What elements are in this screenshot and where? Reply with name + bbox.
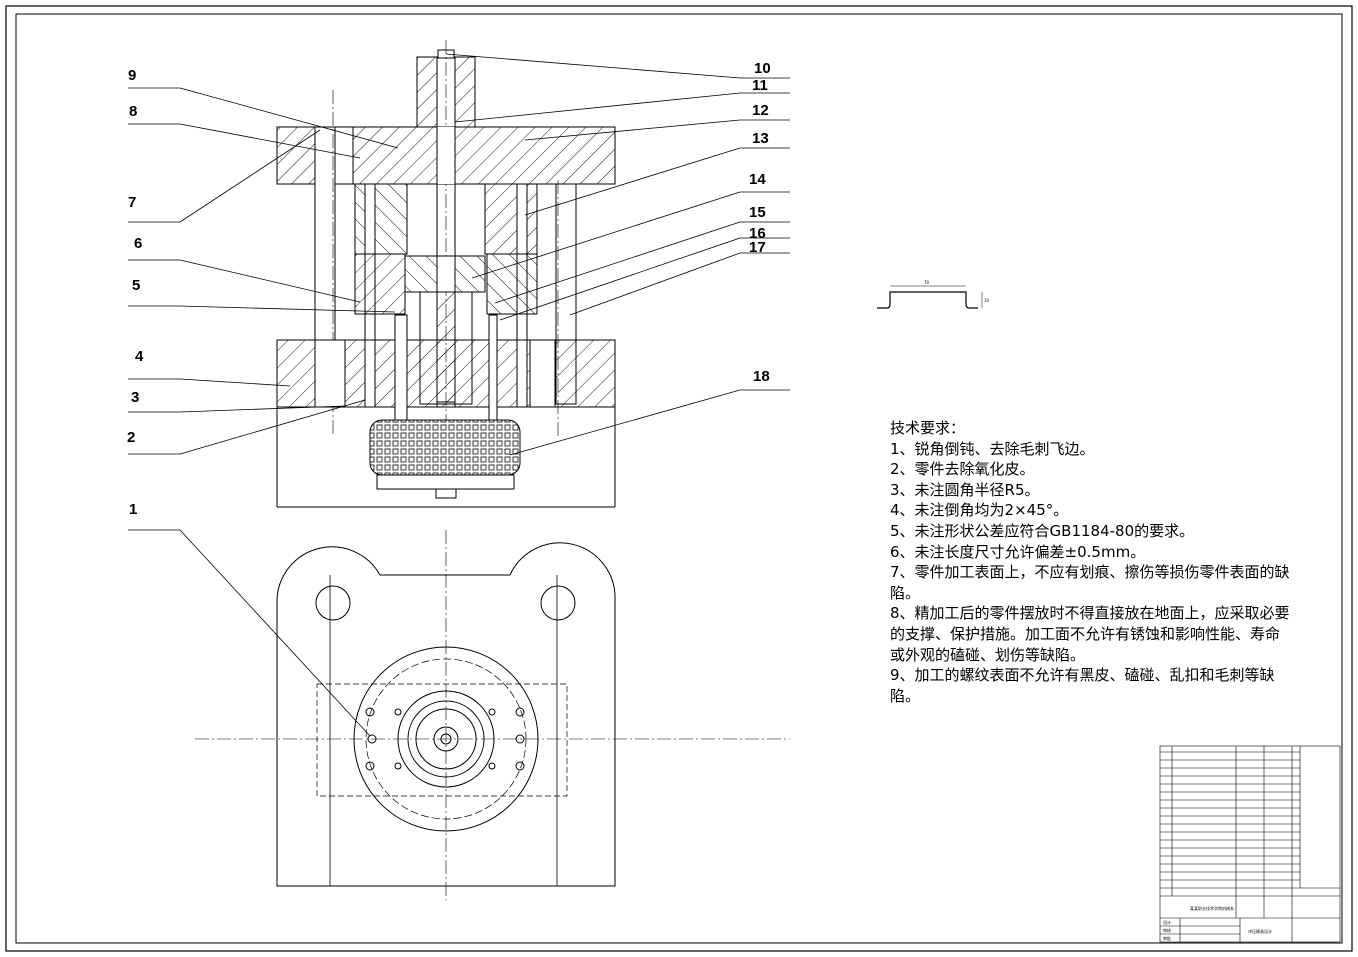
punch-holder-left	[354, 183, 408, 255]
callout-11: 11	[752, 77, 768, 94]
callout-16: 16	[749, 225, 766, 242]
stripper-right	[486, 253, 538, 315]
callout-17: 17	[749, 239, 766, 256]
title-block-company: 某某职业技术学院机械系	[1190, 905, 1234, 911]
punch-holder-right	[484, 183, 538, 255]
tech-req-item: 3、未注圆角半径R5。	[890, 480, 1040, 499]
tech-req-item: 9、加工的螺纹表面不允许有黑皮、磕碰、乱扣和毛刺等缺陷。	[890, 666, 1275, 705]
callout-7: 7	[128, 194, 136, 211]
title-block-row-review: 审核	[1163, 927, 1171, 933]
callout-2: 2	[127, 429, 135, 446]
stripper-left	[354, 253, 406, 315]
callout-18: 18	[753, 368, 770, 385]
title-block-row-approve: 审批	[1163, 935, 1171, 941]
tech-req-title: 技术要求：	[890, 419, 966, 437]
callout-4: 4	[135, 348, 144, 365]
technical-requirements: 技术要求： 1、锐角倒钝、去除毛刺飞边。 2、零件去除氧化皮。 3、未注圆角半径…	[890, 418, 1290, 706]
inner-border	[15, 13, 1343, 944]
tech-req-item: 5、未注形状公差应符合GB1184-80的要求。	[890, 521, 1195, 540]
tech-req-item: 1、锐角倒钝、去除毛刺飞边。	[890, 439, 1095, 458]
tech-req-item: 8、精加工后的零件摆放时不得直接放在地面上，应采取必要的支撑、保护措施。加工面不…	[890, 604, 1290, 664]
part-dim-height: 10	[984, 298, 990, 303]
callout-9: 9	[128, 67, 136, 84]
callout-10: 10	[754, 60, 771, 77]
front-section-view	[276, 40, 616, 508]
tech-req-item: 6、未注长度尺寸允许偏差±0.5mm。	[890, 542, 1146, 561]
outer-border	[5, 5, 1353, 952]
rubber-cushion	[369, 419, 521, 476]
leader-lines	[128, 53, 790, 737]
callout-15: 15	[749, 204, 766, 221]
tech-req-item: 7、零件加工表面上，不应有划痕、擦伤等损伤零件表面的缺陷。	[890, 563, 1290, 602]
callout-3: 3	[131, 389, 139, 406]
part-dim-width: 70	[924, 280, 930, 285]
tech-req-item: 2、零件去除氧化皮。	[890, 460, 1035, 479]
callout-14: 14	[749, 171, 766, 188]
callout-6: 6	[134, 235, 142, 252]
guide-hole-right	[540, 585, 576, 621]
title-block-row-design: 设计	[1163, 919, 1171, 925]
title-block-drawing-title: 冲压模具设计	[1248, 928, 1272, 934]
guide-hole-left	[315, 585, 351, 621]
callout-12: 12	[752, 102, 769, 119]
part-sketch	[877, 285, 983, 309]
top-view	[195, 530, 790, 900]
tech-req-item: 4、未注倒角均为2×45°。	[890, 501, 1069, 520]
callout-8: 8	[129, 103, 137, 120]
callout-13: 13	[752, 130, 769, 147]
title-block	[1159, 745, 1341, 943]
callout-1: 1	[129, 501, 137, 518]
callout-labels: 1 2 3 4 5 6 7 8 9 10 11 12 13 14 15 16 1…	[127, 60, 771, 518]
callout-5: 5	[132, 277, 140, 294]
